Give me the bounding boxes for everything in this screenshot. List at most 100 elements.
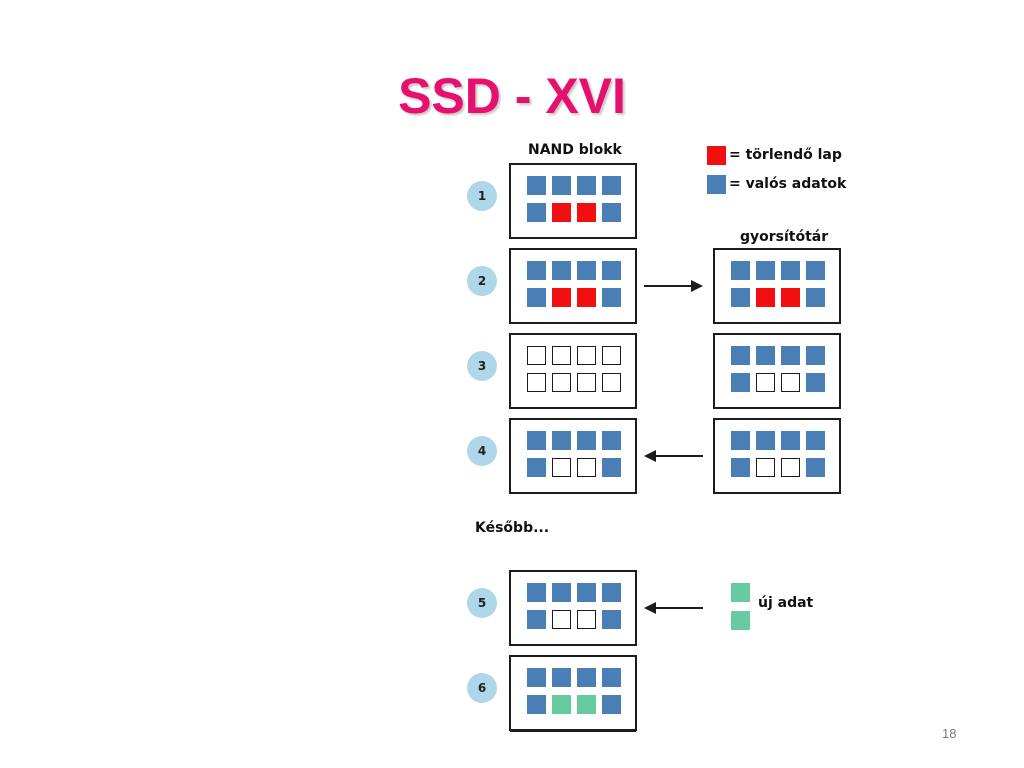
page-cell-valid bbox=[731, 261, 750, 280]
page-cell-valid bbox=[602, 288, 621, 307]
new-data-swatch-top bbox=[731, 583, 750, 602]
page-cell-valid bbox=[781, 346, 800, 365]
page-cell-erase bbox=[781, 288, 800, 307]
page-cell-valid bbox=[527, 668, 546, 687]
page-cell-valid bbox=[577, 583, 596, 602]
page-cell-valid bbox=[602, 261, 621, 280]
page-cell-valid bbox=[602, 610, 621, 629]
page-cell-empty bbox=[552, 373, 571, 392]
slide-title: SSD - XVI bbox=[398, 68, 626, 124]
page-cell-valid bbox=[527, 176, 546, 195]
step-number-2: 2 bbox=[467, 266, 497, 296]
page-cell-valid bbox=[552, 668, 571, 687]
page-cell-empty bbox=[577, 610, 596, 629]
cache-label: gyorsítótár bbox=[740, 229, 829, 245]
page-cell-valid bbox=[527, 203, 546, 222]
page-cell-empty bbox=[781, 373, 800, 392]
page-cell-valid bbox=[577, 261, 596, 280]
nand-block-step-6 bbox=[509, 655, 637, 731]
page-cell-valid bbox=[731, 431, 750, 450]
page-cell-valid bbox=[806, 458, 825, 477]
nand-block-step-3 bbox=[509, 333, 637, 409]
nand-block-step-2 bbox=[509, 248, 637, 324]
page-cell-valid bbox=[731, 373, 750, 392]
page-cell-valid bbox=[602, 203, 621, 222]
page-cell-new bbox=[577, 695, 596, 714]
page-cell-valid bbox=[781, 431, 800, 450]
page-cell-empty bbox=[552, 346, 571, 365]
page-cell-valid bbox=[602, 583, 621, 602]
new-data-swatch-bottom bbox=[731, 611, 750, 630]
step-number-3: 3 bbox=[467, 351, 497, 381]
page-cell-new bbox=[552, 695, 571, 714]
new-data-label: új adat bbox=[758, 595, 814, 611]
page-cell-valid bbox=[527, 431, 546, 450]
page-cell-valid bbox=[602, 431, 621, 450]
page-cell-valid bbox=[552, 583, 571, 602]
nand-block-step-4 bbox=[509, 418, 637, 494]
page-cell-valid bbox=[577, 668, 596, 687]
legend-erase-label: = törlendő lap bbox=[729, 147, 842, 163]
nand-block-step-1 bbox=[509, 163, 637, 239]
page-cell-empty bbox=[552, 610, 571, 629]
page-cell-valid bbox=[602, 458, 621, 477]
page-cell-empty bbox=[756, 458, 775, 477]
page-cell-valid bbox=[806, 261, 825, 280]
nand-block-label: NAND blokk bbox=[528, 142, 622, 158]
page-cell-empty bbox=[602, 346, 621, 365]
page-cell-valid bbox=[756, 431, 775, 450]
page-cell-valid bbox=[552, 261, 571, 280]
page-number: 18 bbox=[942, 726, 957, 741]
step-number-6: 6 bbox=[467, 673, 497, 703]
page-cell-valid bbox=[731, 346, 750, 365]
cache-block-step-2 bbox=[713, 248, 841, 324]
page-cell-empty bbox=[552, 458, 571, 477]
page-cell-valid bbox=[602, 668, 621, 687]
page-cell-valid bbox=[577, 431, 596, 450]
page-cell-valid bbox=[806, 431, 825, 450]
page-cell-valid bbox=[602, 176, 621, 195]
legend-valid-label: = valós adatok bbox=[729, 176, 847, 192]
page-cell-empty bbox=[602, 373, 621, 392]
cache-block-step-4 bbox=[713, 418, 841, 494]
page-cell-empty bbox=[527, 373, 546, 392]
bottom-divider bbox=[510, 730, 636, 732]
page-cell-valid bbox=[806, 288, 825, 307]
page-cell-empty bbox=[577, 346, 596, 365]
page-cell-valid bbox=[552, 431, 571, 450]
page-cell-valid bbox=[756, 261, 775, 280]
step-number-5: 5 bbox=[467, 588, 497, 618]
step-number-4: 4 bbox=[467, 436, 497, 466]
page-cell-valid bbox=[602, 695, 621, 714]
page-cell-erase bbox=[577, 288, 596, 307]
page-cell-valid bbox=[731, 288, 750, 307]
page-cell-erase bbox=[552, 203, 571, 222]
page-cell-valid bbox=[552, 176, 571, 195]
page-cell-empty bbox=[527, 346, 546, 365]
page-cell-empty bbox=[577, 373, 596, 392]
page-cell-valid bbox=[527, 695, 546, 714]
arrow-left-step-4 bbox=[644, 450, 703, 462]
page-cell-empty bbox=[577, 458, 596, 477]
page-cell-valid bbox=[756, 346, 775, 365]
legend-valid-swatch bbox=[707, 175, 726, 194]
arrow-left-step-5 bbox=[644, 602, 703, 614]
page-cell-valid bbox=[577, 176, 596, 195]
page-cell-valid bbox=[806, 373, 825, 392]
page-cell-erase bbox=[756, 288, 775, 307]
cache-block-step-3 bbox=[713, 333, 841, 409]
page-cell-valid bbox=[781, 261, 800, 280]
page-cell-valid bbox=[527, 261, 546, 280]
page-cell-erase bbox=[552, 288, 571, 307]
legend-erase-swatch bbox=[707, 146, 726, 165]
page-cell-erase bbox=[577, 203, 596, 222]
arrow-right-step-2 bbox=[644, 280, 703, 292]
page-cell-valid bbox=[527, 583, 546, 602]
page-cell-valid bbox=[527, 458, 546, 477]
nand-block-step-5 bbox=[509, 570, 637, 646]
page-cell-valid bbox=[806, 346, 825, 365]
page-cell-valid bbox=[731, 458, 750, 477]
page-cell-empty bbox=[756, 373, 775, 392]
page-cell-empty bbox=[781, 458, 800, 477]
page-cell-valid bbox=[527, 288, 546, 307]
